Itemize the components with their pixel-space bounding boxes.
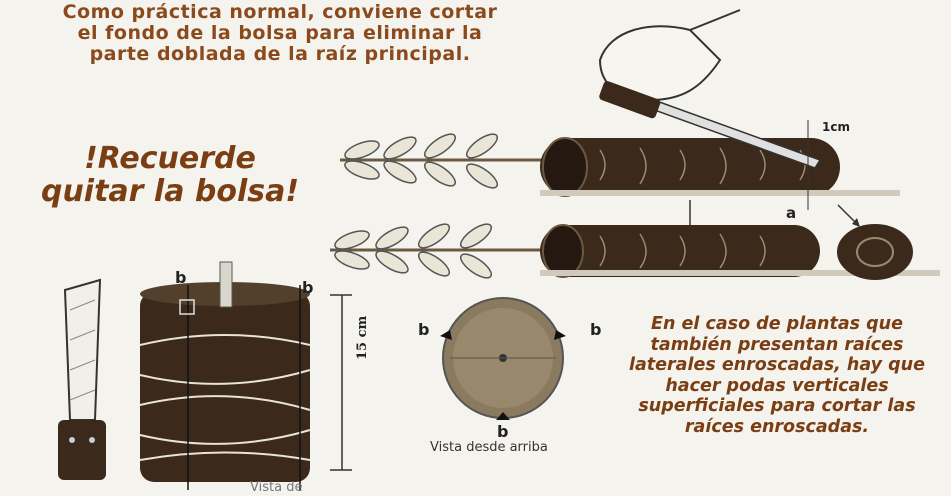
- label-a: a: [786, 204, 796, 222]
- caption-side-view: Vista de: [250, 480, 302, 495]
- label-b-right: b: [302, 278, 313, 297]
- root-ball-side: [140, 262, 310, 490]
- label-b-topview-right: b: [590, 320, 601, 339]
- seedling-bottom: [330, 220, 545, 282]
- label-cut-length: 1cm: [822, 120, 850, 134]
- lateral-roots-text: En el caso de plantas que también presen…: [618, 314, 936, 437]
- root-ball-top-view: [440, 298, 566, 420]
- seedling-top: [340, 130, 545, 192]
- label-b-topview-bottom: b: [497, 422, 508, 441]
- height-scale: [330, 295, 352, 470]
- root-ball-bottom: [540, 224, 940, 280]
- knife-icon: [58, 280, 106, 480]
- caption-top-view: Vista desde arriba: [430, 440, 548, 455]
- label-b-topview-left: b: [418, 320, 429, 339]
- root-ball-top: [540, 138, 900, 196]
- label-b-left: b: [175, 268, 186, 287]
- reminder-text: !Recuerde quitar la bolsa!: [40, 142, 300, 208]
- label-height: 15 cm: [355, 316, 370, 360]
- intro-text: Como práctica normal, conviene cortar el…: [60, 2, 500, 65]
